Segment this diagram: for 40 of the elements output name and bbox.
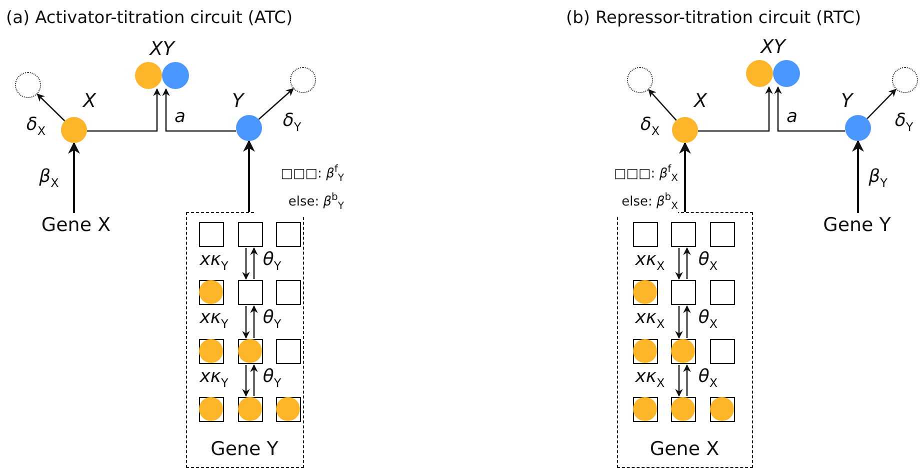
arrow xyxy=(250,247,258,279)
arrow xyxy=(698,86,773,132)
arrow xyxy=(675,248,683,280)
arrow xyxy=(242,306,250,339)
panel-title: (b) Repressor-titration circuit (RTC) xyxy=(566,8,862,28)
arrow xyxy=(258,88,294,120)
gene-label: Gene X xyxy=(31,213,121,237)
arrow xyxy=(683,364,691,396)
arrow xyxy=(774,86,845,132)
gene-label: Gene Y xyxy=(210,437,280,461)
panel-title: (a) Activator-titration circuit (ATC) xyxy=(6,8,293,28)
gene-label: Gene X xyxy=(648,437,720,461)
degradation-circle xyxy=(627,67,653,93)
protein-label: Y xyxy=(232,90,244,112)
degradation-circle xyxy=(290,67,316,93)
arrow xyxy=(683,247,691,279)
gene-label: Gene Y xyxy=(812,213,902,237)
arrow xyxy=(250,305,258,338)
protein-label: X xyxy=(694,90,708,112)
arrow xyxy=(243,140,255,212)
arrow xyxy=(36,94,66,122)
arrow xyxy=(68,142,80,213)
complex-label: XY xyxy=(759,36,788,58)
arrow xyxy=(242,365,250,397)
arrow xyxy=(866,88,896,120)
arrow xyxy=(87,88,161,132)
degradation-circle xyxy=(892,67,918,93)
arrow xyxy=(675,365,683,397)
protein-label: Y xyxy=(841,90,853,112)
protein-label: X xyxy=(83,90,96,112)
arrow xyxy=(162,88,236,132)
arrow xyxy=(679,142,691,212)
arrow xyxy=(675,306,683,339)
complex-label: XY xyxy=(148,38,176,60)
arrow xyxy=(242,248,250,280)
arrow xyxy=(852,140,864,213)
arrow xyxy=(250,364,258,396)
degradation-circle xyxy=(15,72,41,98)
arrow xyxy=(648,89,677,121)
arrow xyxy=(683,305,691,338)
